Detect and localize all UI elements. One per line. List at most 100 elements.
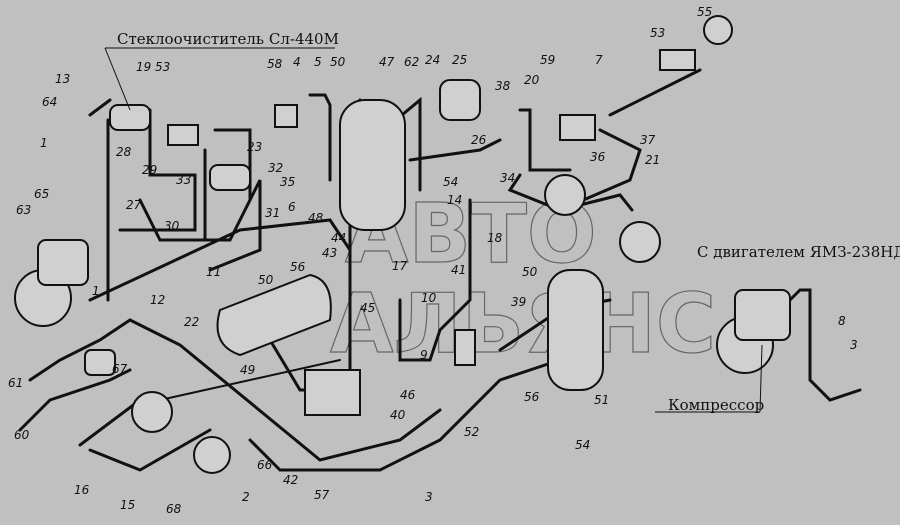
callout-47: 47	[379, 55, 395, 69]
callout-8: 8	[838, 314, 846, 328]
callout-5: 5	[314, 55, 322, 69]
pipe-7	[608, 68, 702, 117]
wiper-caption: Стеклоочиститель Сл-440М	[117, 30, 339, 48]
valve-59	[559, 114, 596, 141]
callout-56: 56	[290, 260, 306, 274]
part-25	[439, 79, 481, 121]
callout-50: 50	[258, 273, 274, 287]
callout-35: 35	[280, 175, 296, 189]
callout-22: 22	[184, 315, 200, 329]
callout-56: 56	[524, 390, 540, 404]
brake-chamber-right	[619, 221, 661, 263]
callout-57: 57	[314, 488, 330, 502]
callout-40: 40	[390, 408, 406, 422]
callout-16: 16	[74, 483, 90, 497]
pipe-4-5	[308, 93, 332, 182]
callout-66: 66	[257, 458, 273, 472]
wiper-motor-1	[109, 104, 151, 131]
callout-27: 27	[126, 198, 142, 212]
brake-chamber-21	[544, 174, 586, 216]
pipe-29	[118, 108, 197, 232]
callout-24: 24	[425, 53, 441, 67]
part-61	[84, 349, 116, 376]
pipe-60	[18, 368, 132, 432]
callout-10: 10	[421, 291, 437, 305]
callout-30: 30	[164, 219, 180, 233]
callout-15: 15	[120, 498, 136, 512]
callout-21: 21	[645, 153, 661, 167]
air-tank-right	[547, 269, 604, 391]
callout-38: 38	[495, 79, 511, 93]
callout-39: 39	[511, 295, 527, 309]
callout-45: 45	[360, 301, 376, 315]
callout-34: 34	[500, 171, 516, 185]
callout-31: 31	[265, 206, 281, 220]
callout-12: 12	[150, 293, 166, 307]
valve-52	[454, 329, 476, 366]
callout-29: 29	[142, 163, 158, 177]
callout-43: 43	[322, 246, 338, 260]
callout-50: 50	[522, 265, 538, 279]
callout-1: 1	[92, 284, 100, 298]
brake-chamber-68b	[193, 436, 231, 474]
callout-26: 26	[471, 133, 487, 147]
air-tank-top	[339, 99, 406, 231]
callout-54: 54	[575, 438, 591, 452]
callout-19: 19	[136, 60, 152, 74]
rod-49	[159, 359, 341, 401]
callout-68: 68	[166, 502, 182, 516]
callout-3: 3	[850, 338, 858, 352]
callout-48: 48	[308, 211, 324, 225]
watermark-line2: АЛЬЯНС	[330, 277, 716, 372]
pipe-8-3	[788, 288, 862, 402]
engine-caption: С двигателем ЯМЗ-238НД4	[697, 243, 900, 261]
callout-58: 58	[267, 57, 283, 71]
crane-58	[274, 104, 298, 128]
pipe-15-16	[78, 398, 212, 472]
air-tank-left	[216, 273, 332, 357]
callout-33: 33	[176, 173, 192, 187]
callout-7: 7	[595, 53, 603, 67]
callout-61: 61	[8, 376, 24, 390]
callout-6: 6	[288, 200, 296, 214]
pipe-61	[28, 318, 132, 382]
pipe-30-31	[138, 179, 262, 272]
callout-55: 55	[697, 5, 713, 19]
brake-valve-57	[304, 369, 361, 416]
callout-53: 53	[650, 26, 666, 40]
pipe-2	[128, 318, 442, 462]
callout-36: 36	[590, 150, 606, 164]
callout-18: 18	[487, 231, 503, 245]
pipe-3	[248, 358, 562, 472]
compressor-caption: Компрессор	[668, 396, 765, 414]
valve-53	[659, 49, 696, 71]
callout-54: 54	[443, 175, 459, 189]
callout-60: 60	[14, 428, 30, 442]
components	[14, 15, 791, 474]
callout-28: 28	[116, 145, 132, 159]
part-55	[703, 15, 733, 45]
callout-37: 37	[640, 133, 656, 147]
wiper-motor-2	[209, 164, 251, 191]
callout-23: 23	[247, 140, 263, 154]
callout-63: 63	[16, 203, 32, 217]
callout-3: 3	[425, 490, 433, 504]
callout-51: 51	[594, 393, 610, 407]
callout-20: 20	[524, 73, 540, 87]
valve-53-left	[167, 124, 199, 146]
callout-14: 14	[447, 193, 463, 207]
brake-chamber-68a	[131, 391, 173, 433]
callout-50: 50	[330, 55, 346, 69]
callout-67: 67	[112, 362, 128, 376]
callout-11: 11	[206, 265, 222, 279]
callout-59: 59	[540, 53, 556, 67]
caption-leaders	[104, 47, 763, 413]
callout-4: 4	[293, 55, 301, 69]
pipe-9-10	[398, 198, 472, 362]
pipe-38-20	[408, 108, 572, 172]
callout-52: 52	[464, 425, 480, 439]
callout-65: 65	[34, 187, 50, 201]
pipe-48-11	[88, 218, 352, 302]
callout-44: 44	[331, 231, 347, 245]
